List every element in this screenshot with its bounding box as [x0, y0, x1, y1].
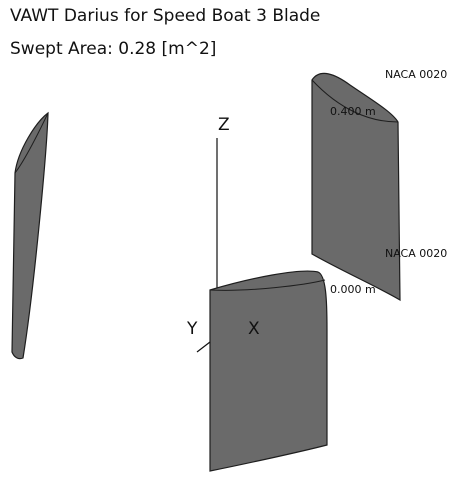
blade-front [209, 270, 328, 472]
blade-right-body [311, 72, 401, 302]
blade-right [311, 72, 401, 302]
top-section-height-label: 0.400 m [330, 105, 376, 118]
blade-front-body [209, 270, 328, 472]
blade-right-top-edge [311, 79, 399, 123]
bottom-section-height-label: 0.000 m [330, 283, 376, 296]
diagram-title: VAWT Darius for Speed Boat 3 Blade [10, 6, 321, 26]
blade-front-top-edge [209, 279, 326, 291]
y-axis-label: Y [186, 319, 198, 339]
blade-left [11, 111, 49, 360]
x-axis-label: X [248, 319, 260, 339]
blade-left-body [11, 111, 49, 360]
y-axis-line [196, 341, 211, 353]
bottom-section-profile-label: NACA 0020 [385, 247, 447, 260]
blade-left-top-edge [14, 112, 49, 174]
z-axis-label: Z [218, 115, 230, 135]
swept-area-label: Swept Area: 0.28 [m^2] [10, 39, 217, 59]
top-section-profile-label: NACA 0020 [385, 68, 447, 81]
